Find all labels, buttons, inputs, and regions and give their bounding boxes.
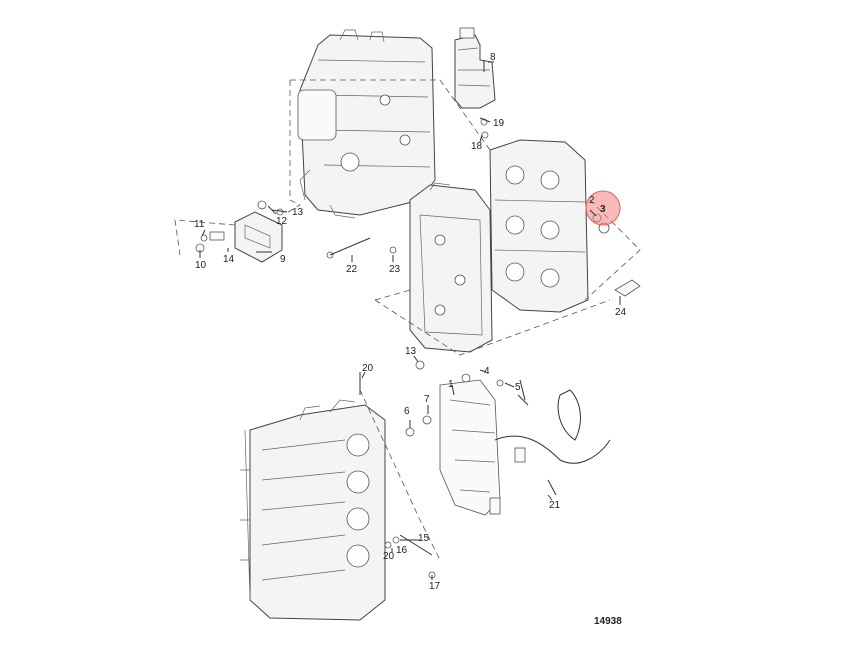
callout-19: 19 [493,118,505,129]
leader-lines [199,60,621,580]
callout-3: 3 [600,204,606,215]
highlight-marker [585,190,621,226]
callout-2: 2 [589,195,595,206]
callout-labels: 1 2 3 4 5 6 7 8 9 10 11 12 13 13 14 15 1… [194,52,627,592]
wiring-harness[interactable] [439,379,611,516]
callout-18: 18 [471,141,483,152]
callout-9: 9 [280,254,286,265]
valve-cover[interactable] [409,182,493,353]
callout-13-upper: 13 [292,207,304,218]
callout-20-upper: 20 [362,363,374,374]
callout-12: 12 [276,216,288,227]
callout-10: 10 [195,260,207,271]
callout-16: 16 [396,545,408,556]
assembly-lines [174,79,641,561]
callout-11: 11 [194,219,205,230]
callout-20-lower: 20 [383,551,395,562]
fasteners[interactable] [195,118,610,579]
callout-23: 23 [389,264,401,275]
bracket-24[interactable] [614,279,641,297]
figure-number: 14938 [594,616,622,627]
callout-1: 1 [448,379,454,390]
electronic-module[interactable] [209,211,283,263]
callout-8: 8 [490,52,496,63]
callout-15: 15 [418,533,430,544]
starter-motor[interactable] [454,27,496,109]
callout-17: 17 [429,581,441,592]
callout-21: 21 [549,500,561,511]
callout-5: 5 [515,382,521,393]
callout-4: 4 [484,366,490,377]
callout-7: 7 [424,394,430,405]
callout-24: 24 [615,307,627,318]
callout-6: 6 [404,406,410,417]
callout-13-lower: 13 [405,346,417,357]
callout-14: 14 [223,254,235,265]
cylinder-block-upper[interactable] [297,29,436,219]
cylinder-head[interactable] [489,139,589,313]
cylinder-block-lower[interactable] [240,399,386,621]
callout-22: 22 [346,264,358,275]
